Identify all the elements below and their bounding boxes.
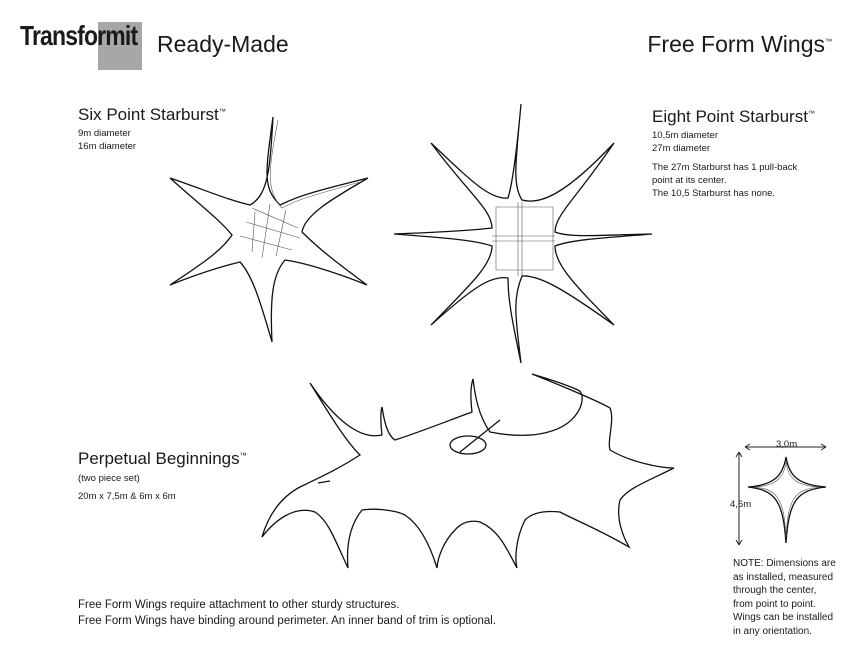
eight-point-note: point at its center. — [652, 175, 727, 186]
perpetual-beginnings-drawing — [261, 373, 675, 569]
eight-point-note: The 27m Starburst has 1 pull-back — [652, 162, 798, 173]
note-line: Wings can be installed — [733, 612, 834, 623]
logo-gray-block — [98, 22, 142, 70]
note-line: through the center, — [733, 585, 817, 596]
eight-point-note: The 10,5 Starburst has none. — [652, 188, 776, 199]
eight-point-size: 10,5m diameter — [652, 130, 719, 141]
footer-line: Free Form Wings require attachment to ot… — [78, 599, 400, 611]
six-point-size: 16m diameter — [78, 141, 137, 152]
perpetual-set: (two piece set) — [78, 473, 140, 484]
six-point-tm: ™ — [218, 108, 226, 116]
eight-point-tm: ™ — [807, 110, 815, 118]
six-point-size: 9m diameter — [78, 128, 131, 139]
eight-point-notes: The 27m Starburst has 1 pull-back point … — [652, 161, 852, 200]
width-dimension-arrow — [744, 443, 827, 451]
perpetual-heading: Perpetual Beginnings™ — [78, 449, 247, 469]
product-line-tm: ™ — [825, 38, 832, 46]
eight-point-heading: Eight Point Starburst™ — [652, 107, 815, 127]
small-four-point-wing — [747, 456, 827, 544]
dimension-diagram — [735, 443, 827, 546]
six-point-heading: Six Point Starburst™ — [78, 105, 226, 125]
perpetual-name: Perpetual Beginnings — [78, 449, 240, 468]
eight-point-starburst-drawing — [393, 103, 653, 364]
note-line: from point to point. — [733, 598, 816, 610]
dimension-width-label: 3,0m — [776, 439, 798, 450]
eight-point-sizes: 10,5m diameter 27m diameter — [652, 129, 718, 155]
perpetual-sizes: 20m x 7,5m & 6m x 6m — [78, 491, 176, 502]
six-point-sizes: 9m diameter 16m diameter — [78, 127, 136, 153]
page-title: Ready-Made — [157, 31, 289, 57]
brand-logo: Transformit — [20, 20, 163, 70]
footer-line: Free Form Wings have binding around peri… — [78, 615, 497, 627]
product-line-title: Free Form Wings™ — [647, 33, 832, 56]
note-line: as installed, measured — [733, 571, 834, 583]
height-dimension-arrow — [735, 451, 743, 546]
note-line: in any orientation. — [733, 625, 812, 637]
product-line-text: Free Form Wings — [647, 31, 825, 57]
brand-name: Transformit — [20, 20, 138, 51]
note-line: NOTE: Dimensions are — [733, 558, 836, 569]
eight-point-size: 27m diameter — [652, 143, 711, 154]
eight-point-name: Eight Point Starburst — [652, 107, 808, 126]
dimension-height-label: 4,6m — [730, 499, 752, 510]
six-point-name: Six Point Starburst — [78, 105, 219, 124]
perpetual-tm: ™ — [239, 452, 247, 460]
footer-text: Free Form Wings require attachment to ot… — [78, 597, 496, 629]
six-point-starburst-drawing — [169, 116, 369, 343]
dimensions-note: NOTE: Dimensions are as installed, measu… — [733, 557, 853, 638]
